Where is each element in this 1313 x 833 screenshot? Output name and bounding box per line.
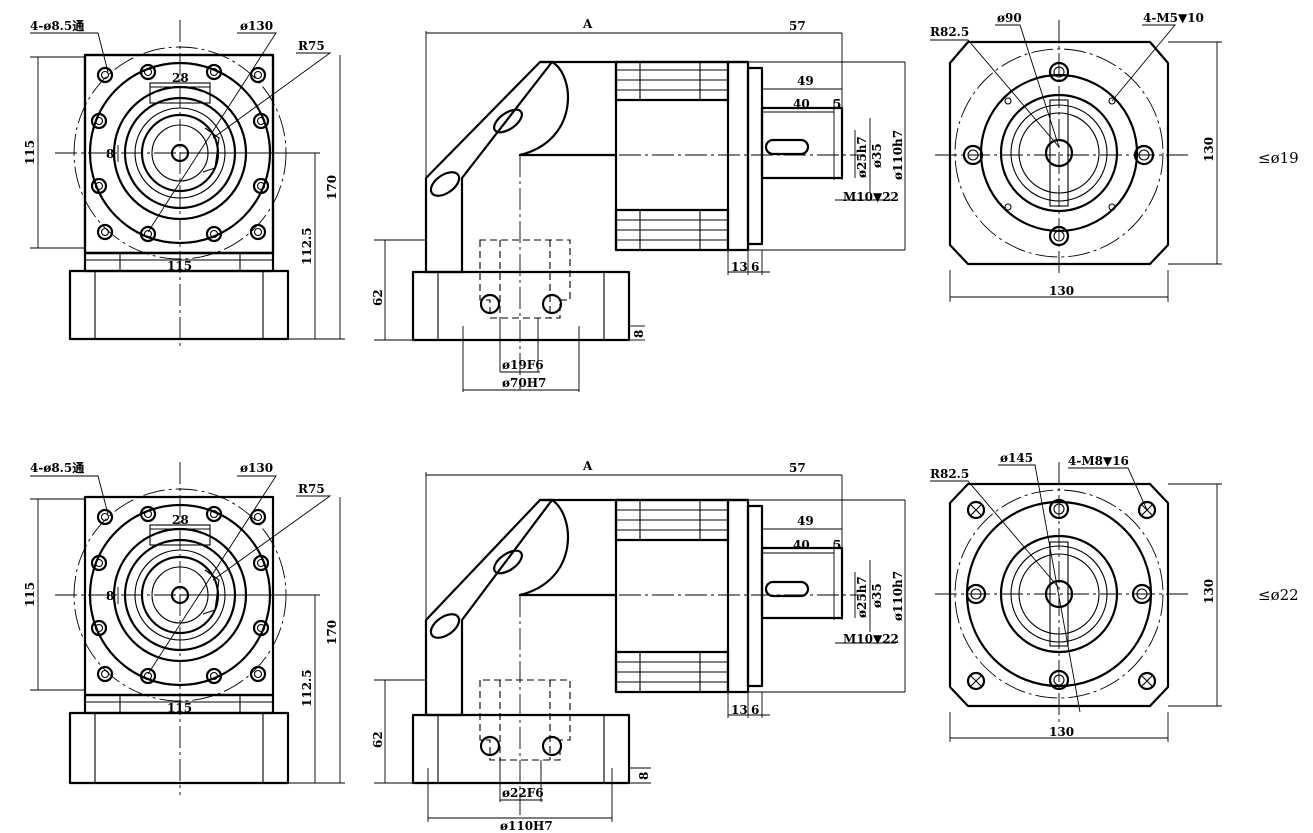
label-dim-6-b: 6 <box>751 703 759 717</box>
label-dim-8-b: 8 <box>106 589 114 603</box>
label-flange-radius-b: R82.5 <box>930 467 969 481</box>
flange-view-top <box>930 20 1222 302</box>
label-width-28-b: 28 <box>172 513 189 527</box>
label-bolt-circle-b: ø130 <box>240 461 273 475</box>
label-dim-13-b: 13 <box>731 703 748 717</box>
front-view-top <box>30 20 345 350</box>
label-d90: ø90 <box>997 11 1022 25</box>
label-dim-8: 8 <box>106 147 114 161</box>
bolt-holes-bottom <box>90 505 270 685</box>
label-width-28: 28 <box>172 71 189 85</box>
label-flange-h130: 130 <box>1202 137 1216 162</box>
label-dim-57: 57 <box>789 19 806 33</box>
label-dim-57-b: 57 <box>789 461 806 475</box>
note-top: ≤ø19 <box>1258 149 1299 167</box>
label-flange-radius: R82.5 <box>930 25 969 39</box>
label-height-170-b: 170 <box>325 620 339 645</box>
label-threads: 4-M5▼10 <box>1143 11 1204 25</box>
label-radius-b: R75 <box>298 482 325 496</box>
note-bottom: ≤ø22 <box>1258 586 1299 604</box>
label-dim-40-b: 40 <box>793 538 810 552</box>
side-view-top <box>374 31 906 392</box>
flange-view-bottom <box>930 462 1222 742</box>
label-height-112-5: 112.5 <box>300 227 314 265</box>
label-shaft: ø25h7 <box>855 136 869 178</box>
label-input-bore-b: ø22F6 <box>502 786 544 800</box>
label-flange-w130: 130 <box>1049 284 1074 298</box>
label-dim-62-b: 62 <box>371 731 385 748</box>
label-bolt-circle: ø130 <box>240 19 273 33</box>
label-height-115-b: 115 <box>23 582 37 607</box>
label-dim-a-b: A <box>582 459 593 473</box>
label-dim-5-b: 5 <box>833 538 841 552</box>
label-width-115-b: 115 <box>167 701 192 715</box>
label-threads-b: 4-M8▼16 <box>1068 454 1129 468</box>
label-d35: ø35 <box>870 143 884 168</box>
label-dim-40: 40 <box>793 97 810 111</box>
side-view-bottom <box>374 472 906 822</box>
label-dim-49-b: 49 <box>797 514 814 528</box>
label-dim-8-side-b: 8 <box>637 772 651 780</box>
label-dim-13: 13 <box>731 260 748 274</box>
label-d35-b: ø35 <box>870 583 884 608</box>
label-holes-b: 4-ø8.5通 <box>30 460 84 475</box>
label-input-pilot-b: ø110H7 <box>500 819 553 833</box>
label-radius: R75 <box>298 39 325 53</box>
label-shaft-b: ø25h7 <box>855 576 869 618</box>
label-dim-5: 5 <box>833 97 841 111</box>
label-dim-8-side: 8 <box>632 330 646 338</box>
label-height-112-5-b: 112.5 <box>300 669 314 707</box>
label-holes: 4-ø8.5通 <box>30 18 84 33</box>
label-dim-49: 49 <box>797 74 814 88</box>
bolt-holes <box>90 63 270 243</box>
label-flange-h130-b: 130 <box>1202 579 1216 604</box>
label-dim-a: A <box>582 17 593 31</box>
front-view-bottom <box>30 462 345 795</box>
label-pilot: ø110h7 <box>891 130 905 180</box>
label-dim-6: 6 <box>751 260 759 274</box>
label-pilot-b: ø110h7 <box>891 571 905 621</box>
label-flange-w130-b: 130 <box>1049 725 1074 739</box>
label-thread: M10▼22 <box>843 190 899 204</box>
label-height-170: 170 <box>325 175 339 200</box>
label-width-115: 115 <box>167 259 192 273</box>
label-height-115: 115 <box>23 140 37 165</box>
label-input-bore: ø19F6 <box>502 358 544 372</box>
label-d145: ø145 <box>1000 451 1033 465</box>
label-thread-b: M10▼22 <box>843 632 899 646</box>
label-dim-62: 62 <box>371 289 385 306</box>
label-input-pilot: ø70H7 <box>502 376 546 390</box>
